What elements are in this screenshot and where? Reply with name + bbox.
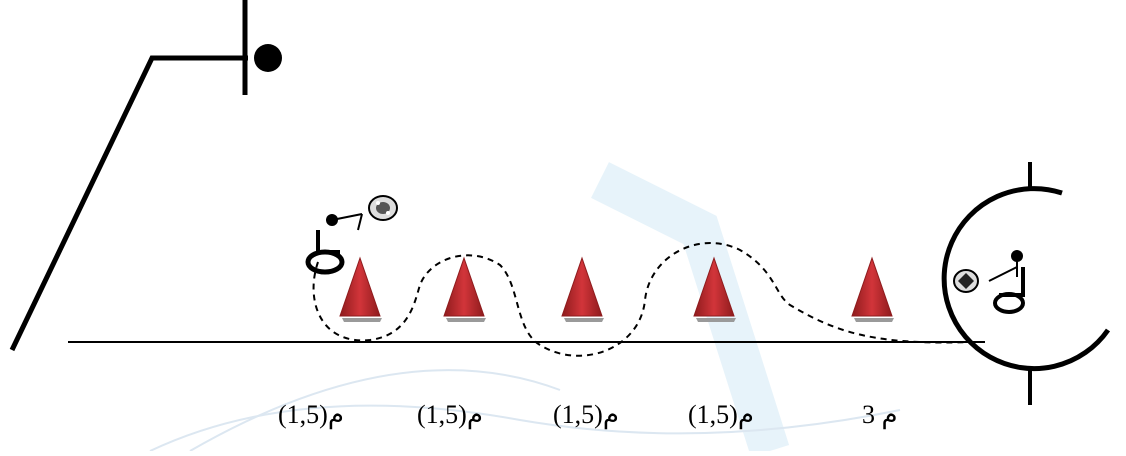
cone-icon <box>693 256 735 317</box>
distance-label-5: 3 م <box>862 400 898 429</box>
cone-shadow <box>446 318 486 322</box>
distance-label-4: م(1,5) <box>688 400 754 429</box>
watermark <box>149 162 901 456</box>
slalom-path <box>312 242 976 357</box>
goal-post-icon <box>9 0 282 352</box>
cone-icon <box>443 256 485 317</box>
cone-shadow <box>564 318 604 322</box>
distance-label-2: م(1,5) <box>417 400 483 429</box>
cone-row <box>339 256 894 322</box>
distance-label-3: م(1,5) <box>553 400 619 429</box>
start-ball-icon <box>368 195 398 221</box>
cone-icon <box>561 256 603 317</box>
cone-shadow <box>342 318 382 322</box>
cone-shadow <box>854 318 894 322</box>
cone-icon <box>851 256 893 317</box>
end-wheelchair-athlete-icon <box>988 250 1025 314</box>
cone-shadow <box>696 318 736 322</box>
start-wheelchair-athlete-icon <box>305 213 363 275</box>
distance-label-1: م(1,5) <box>278 400 344 429</box>
cone-icon <box>339 256 381 317</box>
end-ball-icon <box>953 269 979 293</box>
end-zone-arc <box>941 162 1111 405</box>
